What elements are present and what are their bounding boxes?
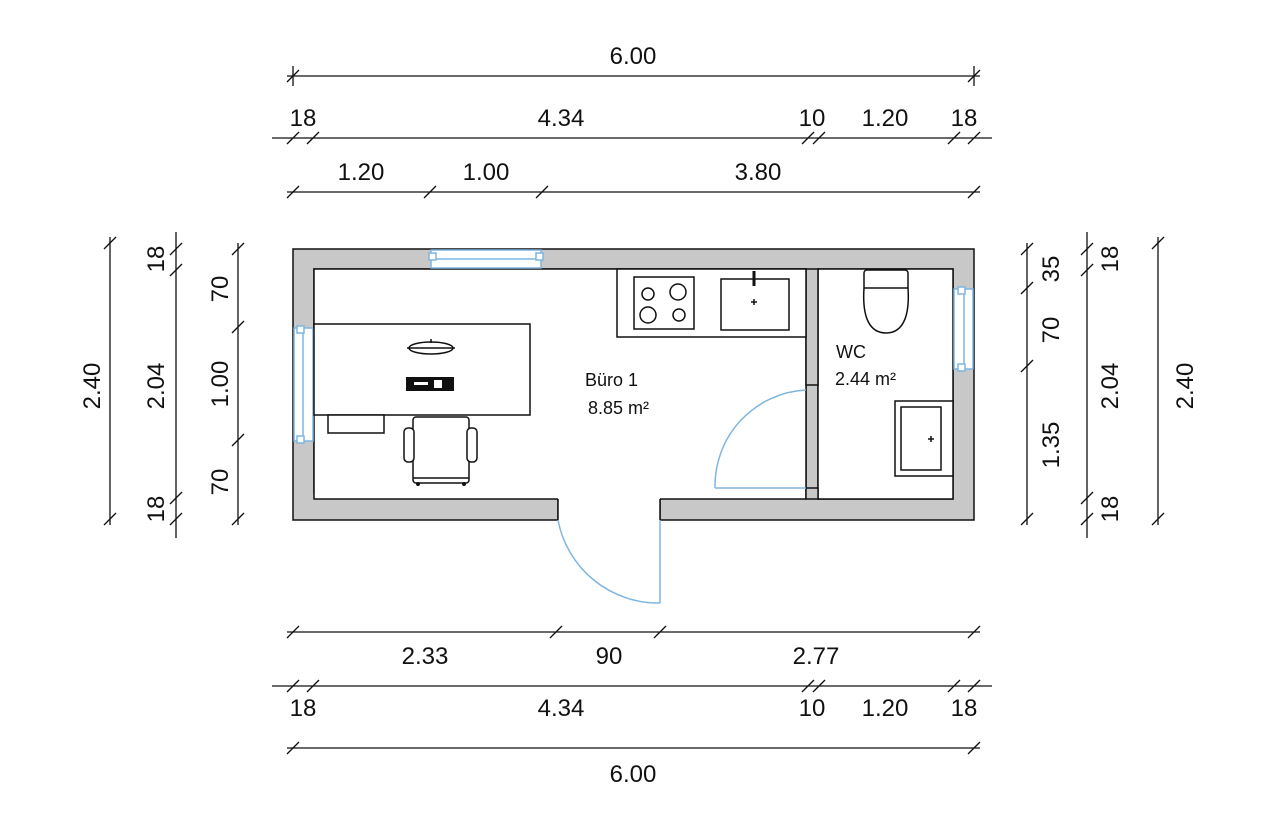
windows bbox=[293, 249, 974, 444]
dim-right-inner-2: 2.04 bbox=[1097, 363, 1124, 410]
dim-right-opening-2: 70 bbox=[1038, 317, 1065, 344]
dim-bottom-wall-4: 1.20 bbox=[862, 695, 909, 722]
dim-top-opening-2: 1.00 bbox=[463, 159, 510, 186]
dim-bottom-wall-2: 4.34 bbox=[538, 695, 585, 722]
dim-right-opening-1: 35 bbox=[1038, 256, 1065, 283]
dim-bottom-opening-2: 90 bbox=[596, 643, 623, 670]
dim-left-inner-3: 18 bbox=[143, 496, 170, 523]
dim-top-wall-4: 1.20 bbox=[862, 105, 909, 132]
dim-bottom-wall-3: 10 bbox=[799, 695, 826, 722]
dim-left-opening-1: 70 bbox=[207, 276, 234, 303]
dim-bottom-opening-1: 2.33 bbox=[402, 643, 449, 670]
dimension-lines bbox=[103, 66, 1165, 755]
dim-top-wall-1: 18 bbox=[290, 105, 317, 132]
toilet bbox=[862, 269, 910, 334]
dim-right-outer: 2.40 bbox=[1172, 363, 1199, 410]
wc-name: WC bbox=[836, 342, 866, 362]
dim-left-inner-2: 2.04 bbox=[143, 363, 170, 410]
partition-wall-upper bbox=[805, 268, 819, 386]
dim-bottom-wall-1: 18 bbox=[290, 695, 317, 722]
dim-top-opening-1: 1.20 bbox=[338, 159, 385, 186]
dim-left-opening-2: 1.00 bbox=[207, 361, 234, 408]
entrance-door-swing bbox=[557, 519, 661, 604]
entrance-opening bbox=[558, 498, 660, 522]
wc-area: 2.44 m² bbox=[835, 369, 896, 389]
kitchen-sink bbox=[720, 278, 790, 331]
dim-left-opening-3: 70 bbox=[207, 469, 234, 496]
furniture bbox=[313, 268, 954, 486]
dim-bottom-overall: 6.00 bbox=[610, 761, 657, 788]
dimension-labels: 6.00 18 4.34 10 1.20 18 1.20 1.00 3.80 2… bbox=[79, 43, 1199, 788]
dim-right-inner-1: 18 bbox=[1097, 246, 1124, 273]
desk bbox=[313, 323, 531, 416]
dim-top-wall-2: 4.34 bbox=[538, 105, 585, 132]
desk-drawer bbox=[327, 414, 385, 434]
office-name: Büro 1 bbox=[585, 370, 638, 390]
office-area: 8.85 m² bbox=[588, 398, 649, 418]
partition-wall-lower bbox=[805, 487, 819, 500]
dim-right-opening-3: 1.35 bbox=[1038, 422, 1065, 469]
wc-door-swing bbox=[714, 389, 807, 489]
office-chair bbox=[403, 416, 478, 486]
dim-top-opening-3: 3.80 bbox=[735, 159, 782, 186]
dim-left-inner-1: 18 bbox=[143, 246, 170, 273]
dim-top-wall-3: 10 bbox=[799, 105, 826, 132]
dim-bottom-wall-5: 18 bbox=[951, 695, 978, 722]
dim-right-inner-3: 18 bbox=[1097, 496, 1124, 523]
keyboard-icon bbox=[406, 377, 454, 391]
room-labels: Büro 1 8.85 m² WC 2.44 m² bbox=[585, 342, 896, 418]
doors bbox=[557, 389, 807, 604]
dim-left-outer: 2.40 bbox=[79, 363, 106, 410]
dim-bottom-opening-3: 2.77 bbox=[793, 643, 840, 670]
dim-top-overall: 6.00 bbox=[610, 43, 657, 70]
dim-top-wall-5: 18 bbox=[951, 105, 978, 132]
